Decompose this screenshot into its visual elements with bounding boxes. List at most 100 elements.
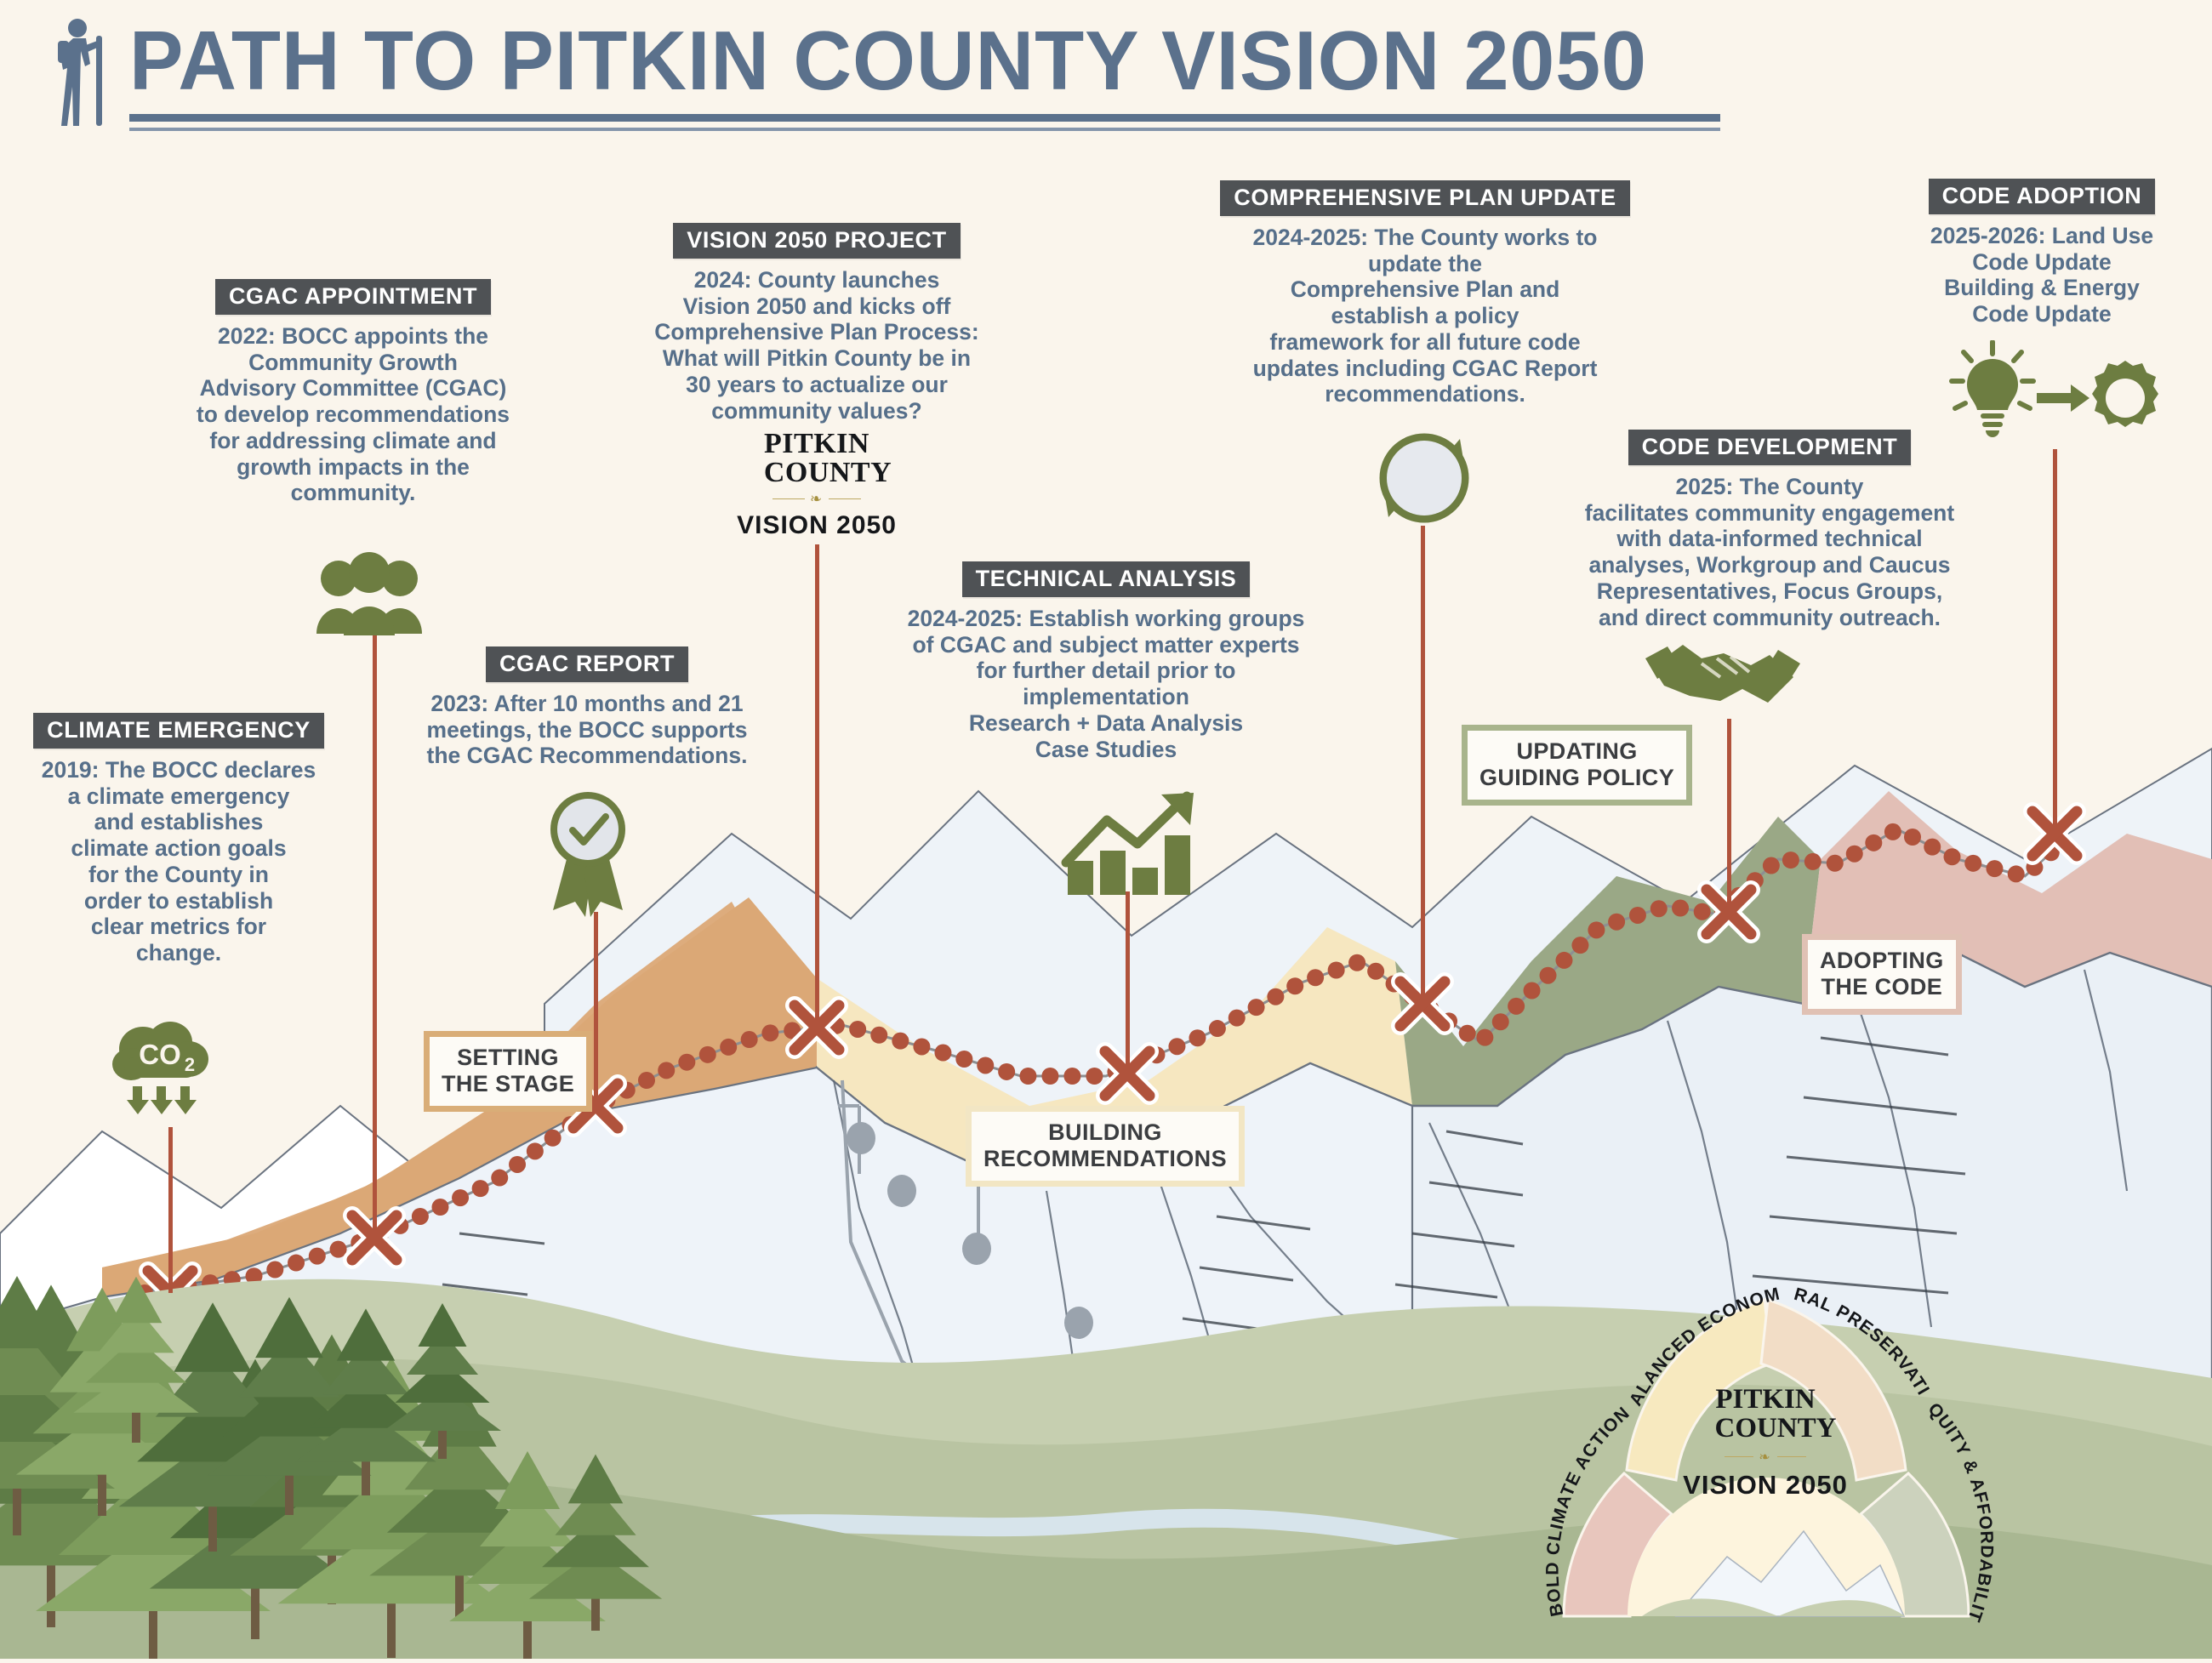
trail-dot — [892, 1032, 909, 1050]
milestone-cgac-appointment: CGAC APPOINTMENT 2022: BOCC appoints the… — [162, 279, 544, 506]
trail-dot — [740, 1031, 758, 1049]
trail-dot — [1523, 982, 1541, 1000]
people-group-icon — [315, 549, 425, 642]
conifer-tree — [528, 1454, 663, 1631]
trail-dot — [1555, 951, 1573, 969]
trail-dot — [544, 1129, 562, 1147]
trail-dot — [1286, 977, 1304, 995]
milestone-badge-climate-emergency: CLIMATE EMERGENCY — [33, 713, 324, 749]
connector-stem-3 — [815, 544, 819, 1028]
milestone-badge-cgac-report: CGAC REPORT — [485, 646, 689, 682]
milestone-badge-vision-2050-project: VISION 2050 PROJECT — [673, 223, 961, 259]
document-refresh-icon — [1371, 425, 1477, 531]
connector-stem-7 — [2053, 449, 2057, 834]
trail-dot — [761, 1024, 779, 1042]
trail-dot — [1208, 1020, 1226, 1038]
co2-cloud-icon: CO 2 — [107, 1017, 218, 1136]
milestone-technical-analysis: TECHNICAL ANALYSIS 2024-2025: Establish … — [842, 561, 1370, 762]
page-header: PATH TO PITKIN COUNTY VISION 2050 — [51, 17, 1720, 132]
trail-dot — [1476, 1028, 1494, 1046]
trail-dot — [308, 1247, 326, 1265]
milestone-body-code-development: 2025: The County facilitates community e… — [1584, 474, 1955, 630]
trail-dot — [1762, 857, 1780, 874]
trail-dot — [849, 1020, 867, 1038]
stage-label-setting-the-stage: SETTING THE STAGE — [424, 1031, 593, 1112]
milestone-body-cgac-report: 2023: After 10 months and 21 meetings, t… — [426, 691, 748, 769]
trail-dot — [1903, 828, 1921, 846]
trail-dot — [1693, 903, 1711, 920]
conifer-tree — [384, 1303, 501, 1459]
milestone-climate-emergency: CLIMATE EMERGENCY 2019: The BOCC declare… — [9, 713, 349, 966]
hiker-icon — [58, 19, 102, 126]
trail-dot — [411, 1207, 429, 1225]
trail-dot — [998, 1062, 1016, 1080]
trail-dot — [934, 1044, 952, 1062]
trail-dot — [870, 1026, 888, 1044]
trail-dot — [1189, 1029, 1206, 1047]
trail-dot — [1508, 997, 1525, 1015]
trail-dot — [266, 1261, 284, 1279]
trail-dot — [1086, 1068, 1103, 1085]
pitkin-logo-line1: PITKIN — [764, 428, 869, 460]
stage-label-updating-guiding-policy: UPDATING GUIDING POLICY — [1462, 725, 1693, 806]
trail-dot — [1063, 1068, 1081, 1085]
milestone-vision-2050-project: VISION 2050 PROJECT 2024: County launche… — [621, 223, 1012, 540]
lightbulb-to-gear-icon — [1948, 339, 2161, 455]
wheel-logo-ornament: ❧ — [1719, 1449, 1810, 1466]
trail-dot — [452, 1189, 470, 1207]
page-title: PATH TO PITKIN COUNTY VISION 2050 — [129, 13, 1647, 107]
trail-dot — [1041, 1068, 1059, 1085]
trail-dot — [431, 1199, 449, 1216]
trail-dot — [491, 1169, 509, 1187]
trail-dot — [1307, 969, 1325, 987]
trail-x-marker — [789, 1000, 845, 1056]
milestone-badge-comprehensive-plan-update: COMPREHENSIVE PLAN UPDATE — [1220, 180, 1630, 216]
trail-x-marker — [2027, 806, 2083, 862]
trail-dot — [526, 1142, 544, 1160]
trail-dot — [1327, 961, 1345, 979]
trail-dot — [637, 1072, 655, 1090]
trail-dot — [2007, 865, 2025, 883]
trail-dot — [1539, 966, 1557, 984]
milestone-code-development: CODE DEVELOPMENT 2025: The County facili… — [1514, 430, 2025, 630]
milestone-body-vision-2050-project: 2024: County launches Vision 2050 and ki… — [654, 267, 979, 424]
milestone-code-adoption: CODE ADOPTION 2025-2026: Land Use Code U… — [1872, 179, 2212, 327]
milestone-badge-code-development: CODE DEVELOPMENT — [1628, 430, 1912, 465]
wheel-logo-line1: PITKIN — [1715, 1384, 1816, 1415]
trail-dot — [288, 1254, 305, 1272]
title-divider — [129, 113, 1720, 131]
milestone-badge-code-adoption: CODE ADOPTION — [1928, 179, 2156, 214]
milestone-comprehensive-plan-update: COMPREHENSIVE PLAN UPDATE 2024-2025: The… — [1183, 180, 1668, 407]
pitkin-logo-line2: COUNTY — [763, 456, 892, 488]
trail-dot — [509, 1155, 527, 1173]
trail-dot — [977, 1056, 995, 1074]
trail-dot — [1491, 1013, 1509, 1031]
trail-x-marker — [346, 1210, 402, 1266]
connector-stem-0 — [168, 1127, 173, 1293]
milestone-body-cgac-appointment: 2022: BOCC appoints the Community Growth… — [196, 323, 510, 506]
connector-stem-5 — [1421, 526, 1425, 1004]
connector-stem-2 — [594, 912, 598, 1106]
trail-x-marker — [1394, 976, 1451, 1032]
trail-dot — [1247, 999, 1265, 1017]
trail-dot — [329, 1240, 347, 1258]
milestone-body-comprehensive-plan-update: 2024-2025: The County works to update th… — [1252, 225, 1598, 407]
trail-dot — [1348, 954, 1366, 971]
trail-dot — [1964, 854, 1982, 872]
trail-dot — [1826, 854, 1844, 872]
trail-dot — [1571, 937, 1589, 954]
trail-dot — [955, 1051, 973, 1068]
trail-dot — [1267, 988, 1285, 1005]
trail-dot — [1458, 1024, 1476, 1042]
connector-stem-4 — [1126, 891, 1130, 1074]
trail-dot — [471, 1180, 489, 1198]
trail-dot — [1924, 838, 1941, 856]
pitkin-logo-tagline: VISION 2050 — [737, 510, 897, 539]
trail-dot — [658, 1062, 676, 1079]
trail-dot — [1608, 913, 1626, 931]
milestone-body-climate-emergency: 2019: The BOCC declares a climate emerge… — [41, 757, 316, 966]
bar-chart-growth-icon — [1059, 789, 1212, 900]
trail-dot — [1228, 1009, 1246, 1027]
pitkin-county-vision-logo: PITKIN COUNTY ❧ VISION 2050 — [621, 430, 1012, 540]
trail-dot — [1367, 962, 1385, 980]
